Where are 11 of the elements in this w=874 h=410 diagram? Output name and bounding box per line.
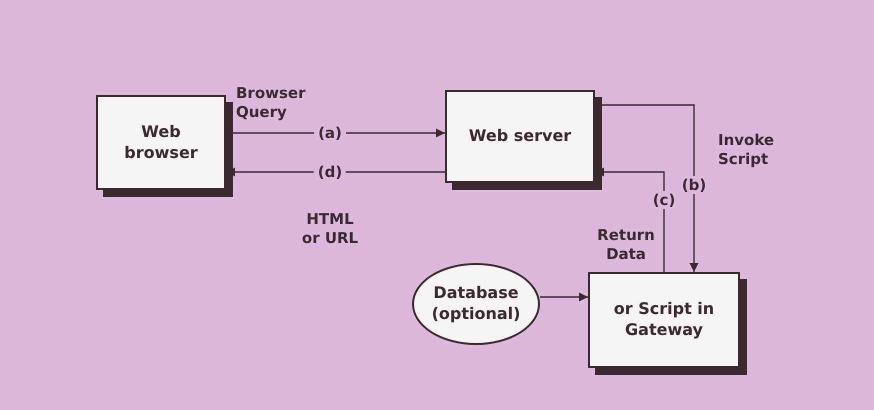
node-label: Web server: [468, 126, 572, 147]
node-label: Web browser: [123, 122, 199, 164]
annotation-text: Browser Query: [236, 84, 306, 122]
edge-label: (a): [314, 124, 346, 142]
edge-label: (d): [314, 163, 346, 181]
annotation-text: Return Data: [596, 226, 656, 264]
node-label: or Script in Gateway: [612, 299, 716, 341]
arrow: [540, 292, 588, 302]
node-label: Database (optional): [430, 283, 522, 325]
annotation-text: HTML or URL: [300, 210, 360, 248]
annotation-text: Invoke Script: [718, 131, 776, 168]
